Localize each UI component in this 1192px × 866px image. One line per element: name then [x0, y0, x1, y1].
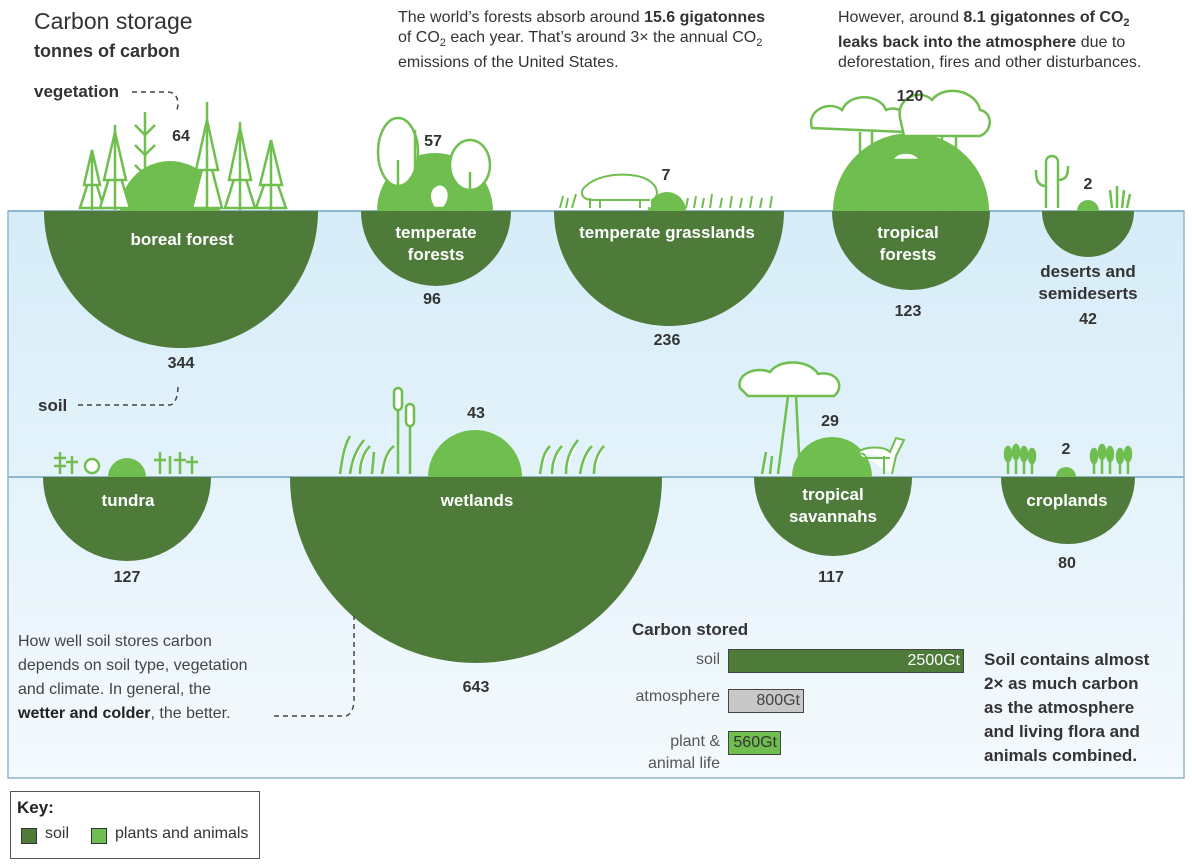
key-title: Key:: [17, 798, 54, 817]
key-swatch-plants: [91, 828, 107, 844]
biome-name-temperate-forests: temperate forests: [395, 223, 477, 264]
biome-name-tropical-savannahs: tropical savannahs: [789, 485, 877, 526]
soil-leader: [78, 385, 179, 406]
forest-absorb-text: The world’s forests absorb around 15.6 g…: [398, 9, 765, 71]
biome-name-croplands: croplands: [1026, 491, 1108, 510]
soil-tundra: [43, 477, 211, 561]
carbon-leak-text: However, around 8.1 gigatonnes of CO2 le…: [838, 9, 1142, 71]
soil-croplands: [1001, 477, 1135, 544]
soil-boreal-forest: [44, 211, 318, 348]
veg-value-temperate-forests: 57: [424, 133, 442, 150]
soil-tropical-forests: [832, 211, 990, 290]
veg-value-temperate-grasslands: 7: [661, 167, 671, 184]
soil-value-tropical-savannahs: 117: [818, 569, 844, 586]
veg-value-tropical-forests: 120: [896, 88, 924, 105]
key-label-soil: soil: [45, 825, 70, 842]
note-leader: [274, 616, 355, 717]
legend-key: Key: soil plants and animals: [10, 791, 260, 859]
soil-tropical-savannahs: [754, 477, 912, 556]
biome-name-wetlands: wetlands: [440, 491, 514, 510]
soil-temperate-grasslands: [554, 211, 784, 326]
soil-wetlands: [290, 477, 662, 663]
veg-tundra: [108, 458, 146, 477]
biome-name-tropical-forests: tropical forests: [877, 223, 939, 264]
wheat-icons: [1003, 443, 1133, 474]
chart-subtitle: tonnes of carbon: [34, 41, 181, 61]
veg-deserts: [1077, 200, 1099, 211]
veg-value-wetlands: 43: [467, 405, 485, 422]
soil-value-deserts: 42: [1079, 311, 1097, 328]
veg-value-tropical-savannahs: 29: [821, 413, 839, 430]
key-swatch-soil: [21, 828, 37, 844]
rainforest-tree-icons: [809, 89, 991, 210]
reed-icons: [338, 386, 605, 475]
soil-value-wetlands: 643: [462, 679, 490, 696]
veg-croplands: [1056, 467, 1076, 477]
veg-value-boreal-forest: 64: [172, 128, 190, 145]
veg-value-deserts: 2: [1083, 176, 1093, 193]
veg-wetlands: [428, 430, 522, 477]
carbon-stored-label-soil: soil: [695, 651, 720, 668]
soil-deserts: [1042, 211, 1134, 257]
cactus-icon: [1034, 154, 1132, 209]
soil-value-croplands: 80: [1058, 555, 1076, 572]
veg-tropical-forests: [833, 133, 989, 211]
veg-tropical-savannahs: [792, 437, 872, 477]
conifer-tree-icons: [78, 102, 288, 210]
acacia-tree-icon: [738, 361, 841, 475]
soil-value-tropical-forests: 123: [894, 303, 922, 320]
grass-icons: [559, 193, 773, 209]
carbon-bar-life: 560Gt: [728, 731, 781, 755]
soil-value-tundra: 127: [113, 569, 141, 586]
soil-fact: Soil contains almost 2× as much carbon a…: [984, 650, 1150, 765]
soil-label: soil: [38, 396, 68, 415]
biome-name-temperate-grasslands: temperate grasslands: [579, 223, 755, 242]
biome-name-tundra: tundra: [101, 491, 155, 510]
veg-value-croplands: 2: [1061, 441, 1071, 458]
soil-value-temperate-grasslands: 236: [653, 332, 681, 349]
carbon-stored-label-life: plant &animal life: [647, 733, 720, 772]
soil-value-temperate-forests: 96: [423, 291, 441, 308]
biome-name-deserts: deserts and semideserts: [1038, 262, 1138, 303]
tundra-plant-icons: [54, 452, 198, 475]
deciduous-tree-icons: [376, 116, 492, 210]
fern-icons: [134, 112, 156, 208]
carbon-bar-atmosphere: 800Gt: [728, 689, 804, 713]
carbon-stored-label-atmosphere: atmosphere: [635, 688, 721, 705]
biome-name-boreal-forest: boreal forest: [130, 230, 234, 249]
vegetation-label: vegetation: [34, 82, 120, 101]
veg-temperate-grasslands: [648, 192, 686, 211]
soil-storage-note: How well soil stores carbon depends on s…: [18, 633, 248, 722]
soil-value-boreal-forest: 344: [167, 355, 195, 372]
carbon-stored-title: Carbon stored: [632, 620, 749, 639]
bison-icon: [580, 173, 658, 208]
gazelle-icon: [857, 436, 906, 475]
soil-temperate-forests: [361, 211, 511, 286]
vegetation-leader: [132, 91, 179, 113]
key-label-plants: plants and animals: [115, 825, 249, 842]
chart-title: Carbon storage: [34, 8, 193, 34]
carbon-bar-soil: 2500Gt: [728, 649, 964, 673]
